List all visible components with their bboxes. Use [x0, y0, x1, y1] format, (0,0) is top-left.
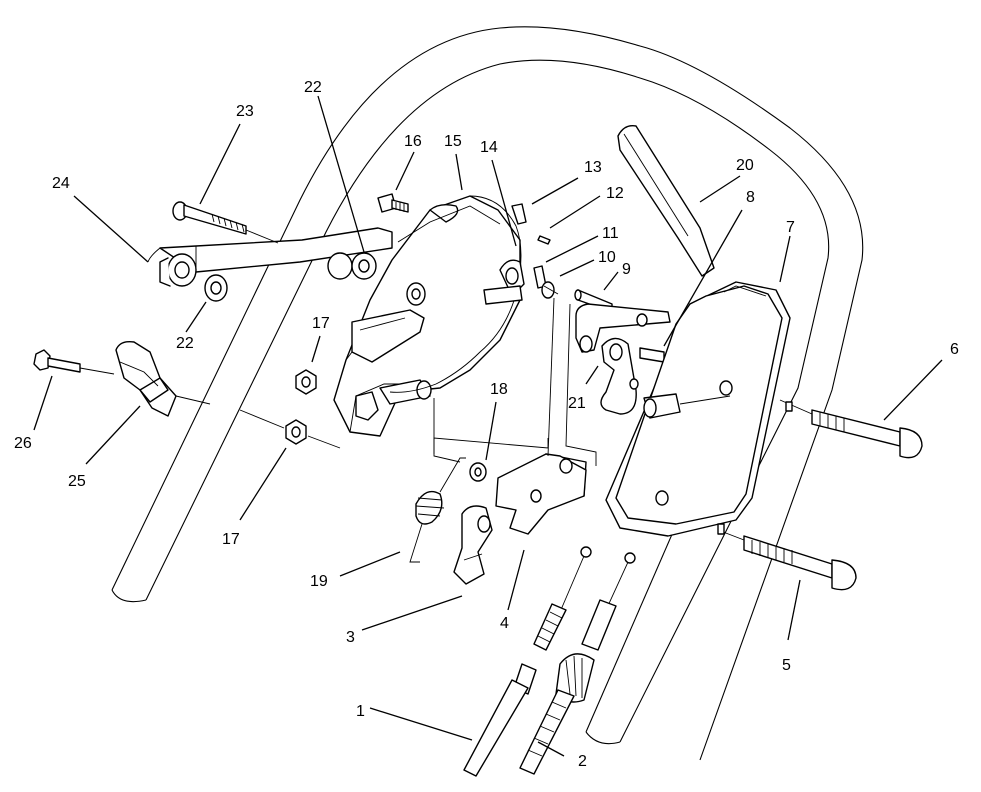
- callout-24: 24: [52, 175, 70, 192]
- callout-11: 11: [602, 225, 619, 242]
- adjuster-knob: [115, 340, 211, 417]
- bolt-26: [33, 349, 115, 375]
- callout-10: 10: [598, 249, 616, 266]
- callout-17-lower: 17: [222, 531, 240, 548]
- callout-17-upper: 17: [312, 315, 330, 332]
- callout-13: 13: [584, 159, 602, 176]
- control-wires: [433, 297, 597, 466]
- cable-2: [519, 552, 636, 775]
- callout-26: 26: [14, 435, 32, 452]
- callout-8: 8: [746, 189, 755, 206]
- callout-19: 19: [310, 573, 328, 590]
- callout-6: 6: [950, 341, 959, 358]
- callout-labels: 1 2 3 4 5 6 7 8 9 10 11 12 13 14 15 16 1…: [14, 79, 959, 770]
- nut-22-upper: [327, 252, 377, 280]
- control-housing: [333, 195, 522, 437]
- nut-17-upper: [295, 369, 317, 395]
- clip-13: [511, 203, 527, 225]
- pin-12: [537, 235, 551, 245]
- bushing: [159, 253, 197, 287]
- callout-16: 16: [404, 133, 422, 150]
- bolt-6: [779, 399, 923, 459]
- callout-9: 9: [622, 261, 631, 278]
- bolt-5: [717, 523, 857, 591]
- right-cover: [605, 281, 791, 537]
- callout-15: 15: [444, 133, 462, 150]
- guide-rod: [617, 125, 715, 277]
- pivot-bracket: [147, 227, 393, 273]
- lever-bracket: [433, 437, 587, 535]
- callout-21: 21: [568, 395, 586, 412]
- callout-20: 20: [736, 157, 754, 174]
- leader-lines: [33, 95, 943, 757]
- callout-2: 2: [578, 753, 587, 770]
- trigger-lever: [453, 505, 493, 585]
- bolt-23: [172, 201, 279, 244]
- callout-25: 25: [68, 473, 86, 490]
- lever-21: [600, 337, 665, 415]
- washer-18: [469, 462, 487, 482]
- callout-14: 14: [480, 139, 498, 156]
- torsion-spring: [409, 457, 466, 563]
- cable-1: [463, 546, 592, 777]
- cable-hook: [483, 259, 525, 305]
- nut-17-lower: [239, 409, 341, 449]
- callout-4: 4: [500, 615, 509, 632]
- lever-plate: [575, 303, 671, 353]
- callout-1: 1: [356, 703, 365, 720]
- callout-22-upper: 22: [304, 79, 322, 96]
- callout-18: 18: [490, 381, 508, 398]
- callout-22-lower: 22: [176, 335, 194, 352]
- callout-7: 7: [786, 219, 795, 236]
- callout-5: 5: [782, 657, 791, 674]
- callout-3: 3: [346, 629, 355, 646]
- spacer-22-lower: [204, 274, 228, 302]
- bolt-16: [377, 193, 409, 213]
- spring-11: [533, 265, 559, 299]
- callout-12: 12: [606, 185, 624, 202]
- callout-23: 23: [236, 103, 254, 120]
